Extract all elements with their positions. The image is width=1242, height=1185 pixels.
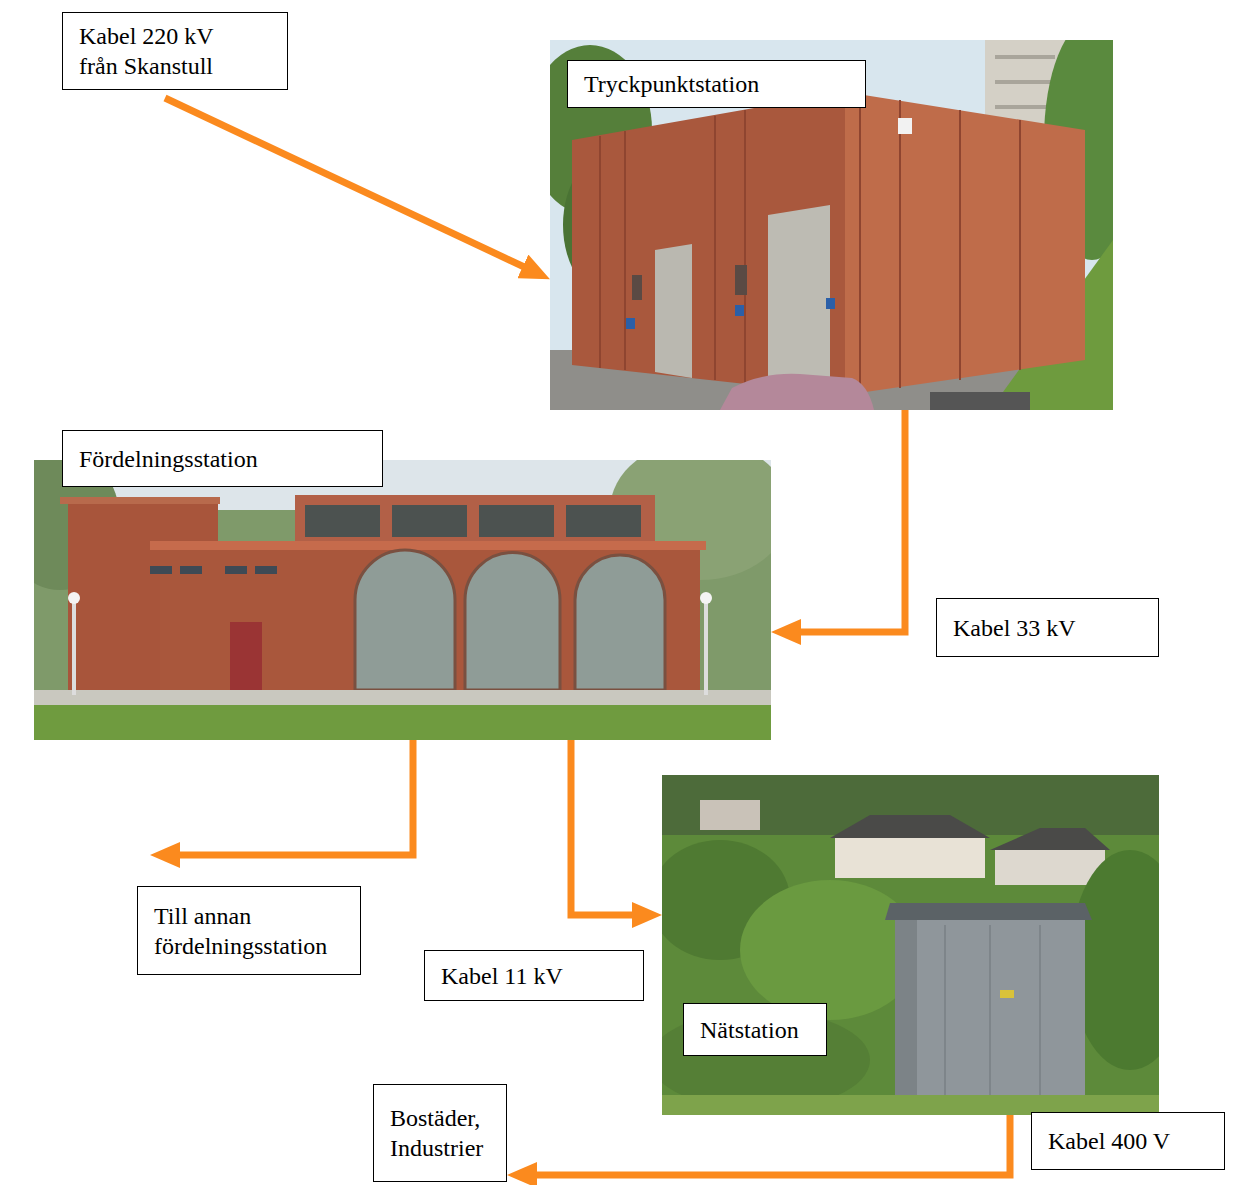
window	[479, 505, 554, 537]
window	[225, 566, 247, 574]
balcony	[995, 55, 1055, 59]
text-box: Kabel 33 kV	[936, 598, 1159, 657]
window	[255, 566, 277, 574]
box-label: Kabel 220 kV från Skanstull	[79, 21, 239, 81]
box-label: Till annan fördelningsstation	[154, 901, 344, 961]
cable-arrow	[165, 98, 530, 270]
brick-wall	[572, 92, 845, 395]
roof-edge	[60, 497, 220, 504]
sign	[826, 298, 835, 309]
house-roof	[830, 815, 990, 838]
window	[150, 566, 172, 574]
brick-wall	[160, 545, 700, 690]
roof-edge	[150, 541, 706, 550]
rib	[744, 110, 746, 383]
door-panel	[655, 244, 692, 378]
vent	[735, 265, 747, 295]
text-box: Kabel 11 kV	[424, 950, 644, 1001]
lamp-post	[704, 600, 708, 695]
lamp	[700, 592, 712, 604]
kiosk-roof	[885, 903, 1092, 920]
text-box: Till annan fördelningsstation	[137, 886, 361, 975]
rib	[899, 100, 901, 388]
box-label: Kabel 400 V	[1048, 1126, 1170, 1156]
text-box: Bostäder, Industrier	[373, 1084, 507, 1182]
box-label: Bostäder, Industrier	[390, 1103, 490, 1163]
window	[566, 505, 641, 537]
slat	[1039, 925, 1041, 1095]
substation-photo	[662, 775, 1159, 1115]
cable-arrow	[793, 410, 905, 632]
rib	[714, 116, 716, 380]
lamp	[68, 592, 80, 604]
arched-door	[465, 553, 560, 691]
box-label: Kabel 33 kV	[953, 613, 1076, 643]
cable-arrow	[571, 740, 640, 915]
vent	[632, 275, 642, 300]
brick-ribs	[600, 95, 1020, 393]
slat	[989, 925, 991, 1095]
window	[180, 566, 202, 574]
station-photo: Fördelningsstation	[34, 460, 771, 740]
box-label: Kabel 11 kV	[441, 961, 563, 991]
kiosk	[895, 920, 1085, 1100]
sign	[626, 318, 635, 329]
house-roof	[990, 828, 1110, 850]
window	[305, 505, 380, 537]
brick-wall	[295, 495, 655, 547]
rib	[624, 131, 626, 370]
house	[835, 838, 985, 878]
grass	[34, 705, 771, 740]
kiosk-slats	[945, 925, 1040, 1095]
cable-arrow	[529, 1115, 1010, 1175]
rib	[959, 110, 961, 380]
car	[720, 374, 874, 410]
arched-door	[355, 550, 455, 690]
substation-photo	[34, 460, 771, 740]
kiosk-side	[895, 920, 917, 1100]
window	[392, 505, 467, 537]
slat	[944, 925, 946, 1095]
rib	[1019, 120, 1021, 370]
rib	[599, 136, 601, 368]
cable-arrow	[172, 740, 413, 855]
sign	[898, 118, 912, 134]
cable-arrows	[165, 98, 1010, 1175]
station-photo: Tryckpunktstation	[550, 40, 1113, 410]
text-box: Kabel 400 V	[1031, 1112, 1225, 1170]
lamp-post	[72, 600, 76, 695]
station-label: Nätstation	[683, 1003, 827, 1056]
text-box: Kabel 220 kV från Skanstull	[62, 12, 288, 90]
house	[995, 850, 1105, 885]
warning-sign	[1000, 990, 1014, 998]
door	[230, 622, 262, 690]
arched-door	[575, 555, 665, 690]
pavement	[34, 690, 771, 705]
bush	[740, 880, 920, 1020]
house	[700, 800, 760, 830]
sky	[550, 40, 1113, 410]
station-label: Fördelningsstation	[62, 430, 383, 487]
door-panel	[768, 205, 830, 392]
balcony	[995, 80, 1055, 84]
sign	[735, 305, 744, 316]
station-label: Tryckpunktstation	[567, 60, 866, 108]
substation-photo	[550, 40, 1113, 410]
rib	[859, 95, 861, 393]
station-photo: Nätstation	[662, 775, 1159, 1115]
car	[930, 392, 1030, 410]
brick-wall-side	[845, 92, 1085, 395]
